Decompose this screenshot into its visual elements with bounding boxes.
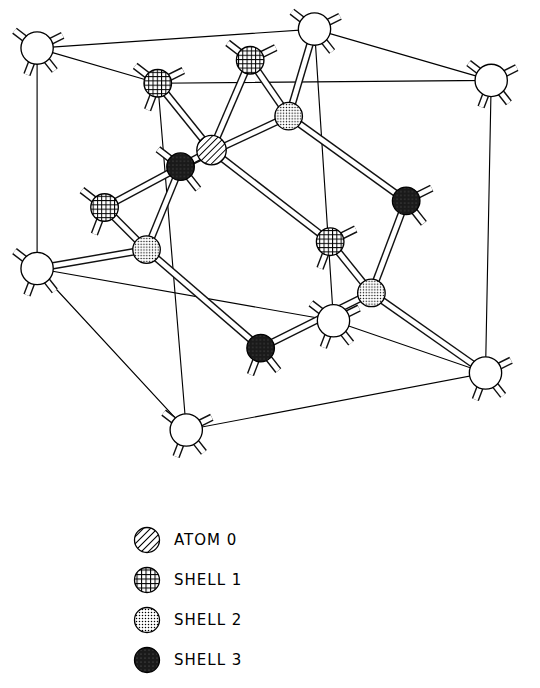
legend: ATOM 0 SHELL 1 SHELL 2 SHELL 3 <box>132 525 392 685</box>
shell2-atom <box>358 279 386 307</box>
legend-row: SHELL 3 <box>132 645 392 675</box>
shell2-atom <box>133 236 161 264</box>
lattice-atom <box>469 357 501 389</box>
legend-swatch <box>132 525 162 555</box>
central-atom <box>197 135 226 164</box>
shell1-atom <box>316 228 344 256</box>
bond-rod <box>105 150 212 207</box>
bond-stub <box>14 12 516 457</box>
shell2-atom <box>275 102 303 130</box>
bond-rod <box>147 250 261 349</box>
legend-swatch <box>132 645 162 675</box>
shell3-atom <box>392 187 420 215</box>
legend-row: SHELL 1 <box>132 565 392 595</box>
cube-edge <box>37 29 491 430</box>
legend-swatch <box>132 605 162 635</box>
bond-rod <box>371 293 485 373</box>
bond-rod <box>261 293 372 348</box>
shell1-atom <box>144 69 172 97</box>
bond-rod <box>212 150 331 242</box>
shell1-atom <box>236 46 264 74</box>
legend-row: ATOM 0 <box>132 525 392 555</box>
lattice-atom <box>317 305 349 337</box>
crystal-illustration <box>0 0 540 490</box>
bond-rod <box>371 293 485 373</box>
legend-label: SHELL 2 <box>174 605 392 635</box>
legend-swatch <box>132 565 162 595</box>
legend-sample <box>135 528 160 553</box>
lattice-atom <box>475 64 507 96</box>
legend-label: ATOM 0 <box>174 525 392 555</box>
bond-rod <box>147 250 261 349</box>
shell3-atom <box>167 153 195 181</box>
shell3-atom <box>247 334 275 362</box>
bond-rod <box>212 150 331 242</box>
bond-stub <box>14 12 516 457</box>
legend-sample <box>135 568 160 593</box>
lattice-atom <box>298 13 330 45</box>
lattice-atom <box>21 32 53 64</box>
cube-edge <box>37 269 485 431</box>
bond-rod <box>105 150 212 207</box>
lattice-atom <box>21 252 53 284</box>
shell1-atom <box>91 194 119 222</box>
bond-rod <box>371 201 406 293</box>
bond-rod <box>261 293 372 348</box>
legend-label: SHELL 1 <box>174 565 392 595</box>
lattice-atom <box>170 414 202 446</box>
legend-sample <box>135 608 160 633</box>
bond-rod <box>371 201 406 293</box>
bond-rod <box>289 116 407 201</box>
legend-label: SHELL 3 <box>174 645 392 675</box>
bond-rod <box>289 116 407 201</box>
legend-row: SHELL 2 <box>132 605 392 635</box>
legend-sample <box>135 648 160 673</box>
